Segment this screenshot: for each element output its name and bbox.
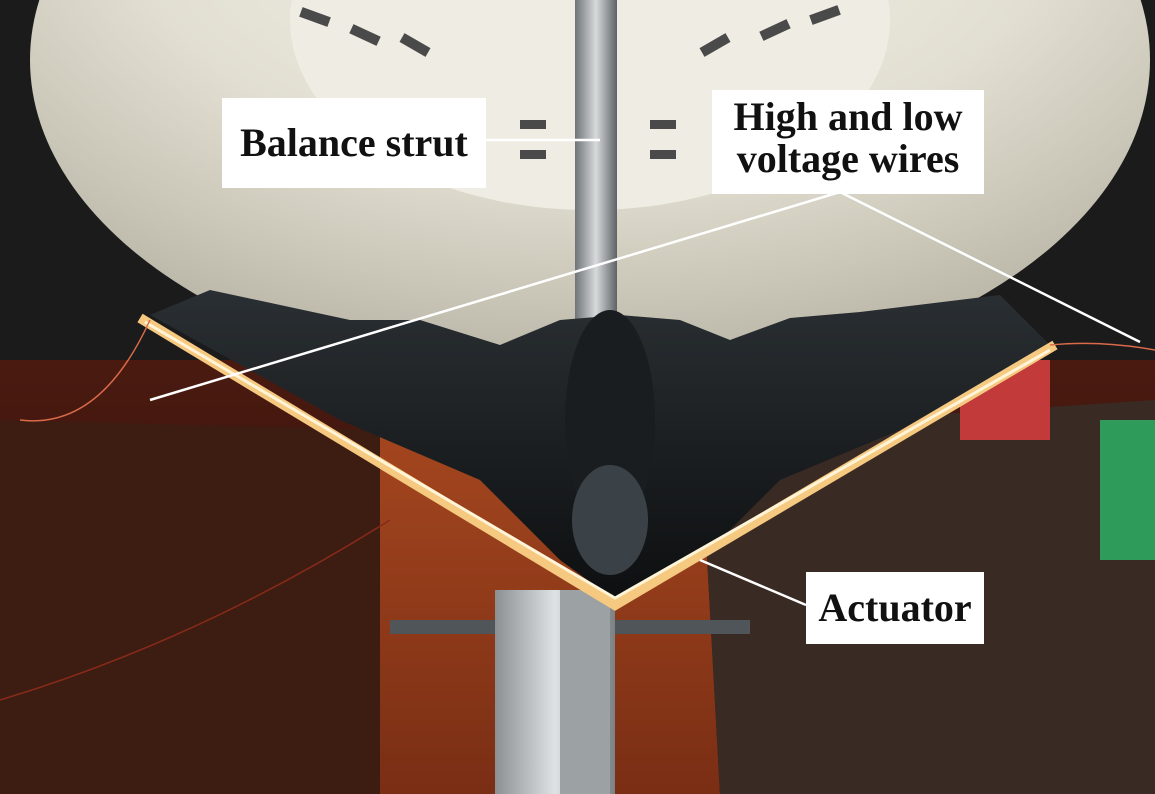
- model-fuselage: [565, 310, 655, 530]
- tunnel-vent-slots: [299, 5, 841, 159]
- label-voltage-wires-line1: High and low: [733, 94, 963, 139]
- floor-left-panel: [0, 420, 380, 794]
- left-wire: [19, 319, 151, 422]
- leader-line-actuator: [699, 558, 807, 607]
- green-cabinet: [1100, 420, 1155, 560]
- label-voltage-wires-line2: voltage wires: [736, 136, 960, 181]
- floor-cable: [0, 519, 391, 701]
- support-box-side: [560, 590, 610, 794]
- model-nose: [572, 465, 648, 575]
- label-actuator: Actuator: [806, 572, 984, 644]
- label-balance-strut: Balance strut: [222, 98, 486, 188]
- leader-line-wires-right: [839, 190, 1141, 344]
- actuator-core: [144, 320, 1051, 600]
- right-wire: [1049, 342, 1155, 351]
- label-voltage-wires: High and low voltage wires: [712, 90, 984, 194]
- leader-line-wires-left: [149, 190, 841, 402]
